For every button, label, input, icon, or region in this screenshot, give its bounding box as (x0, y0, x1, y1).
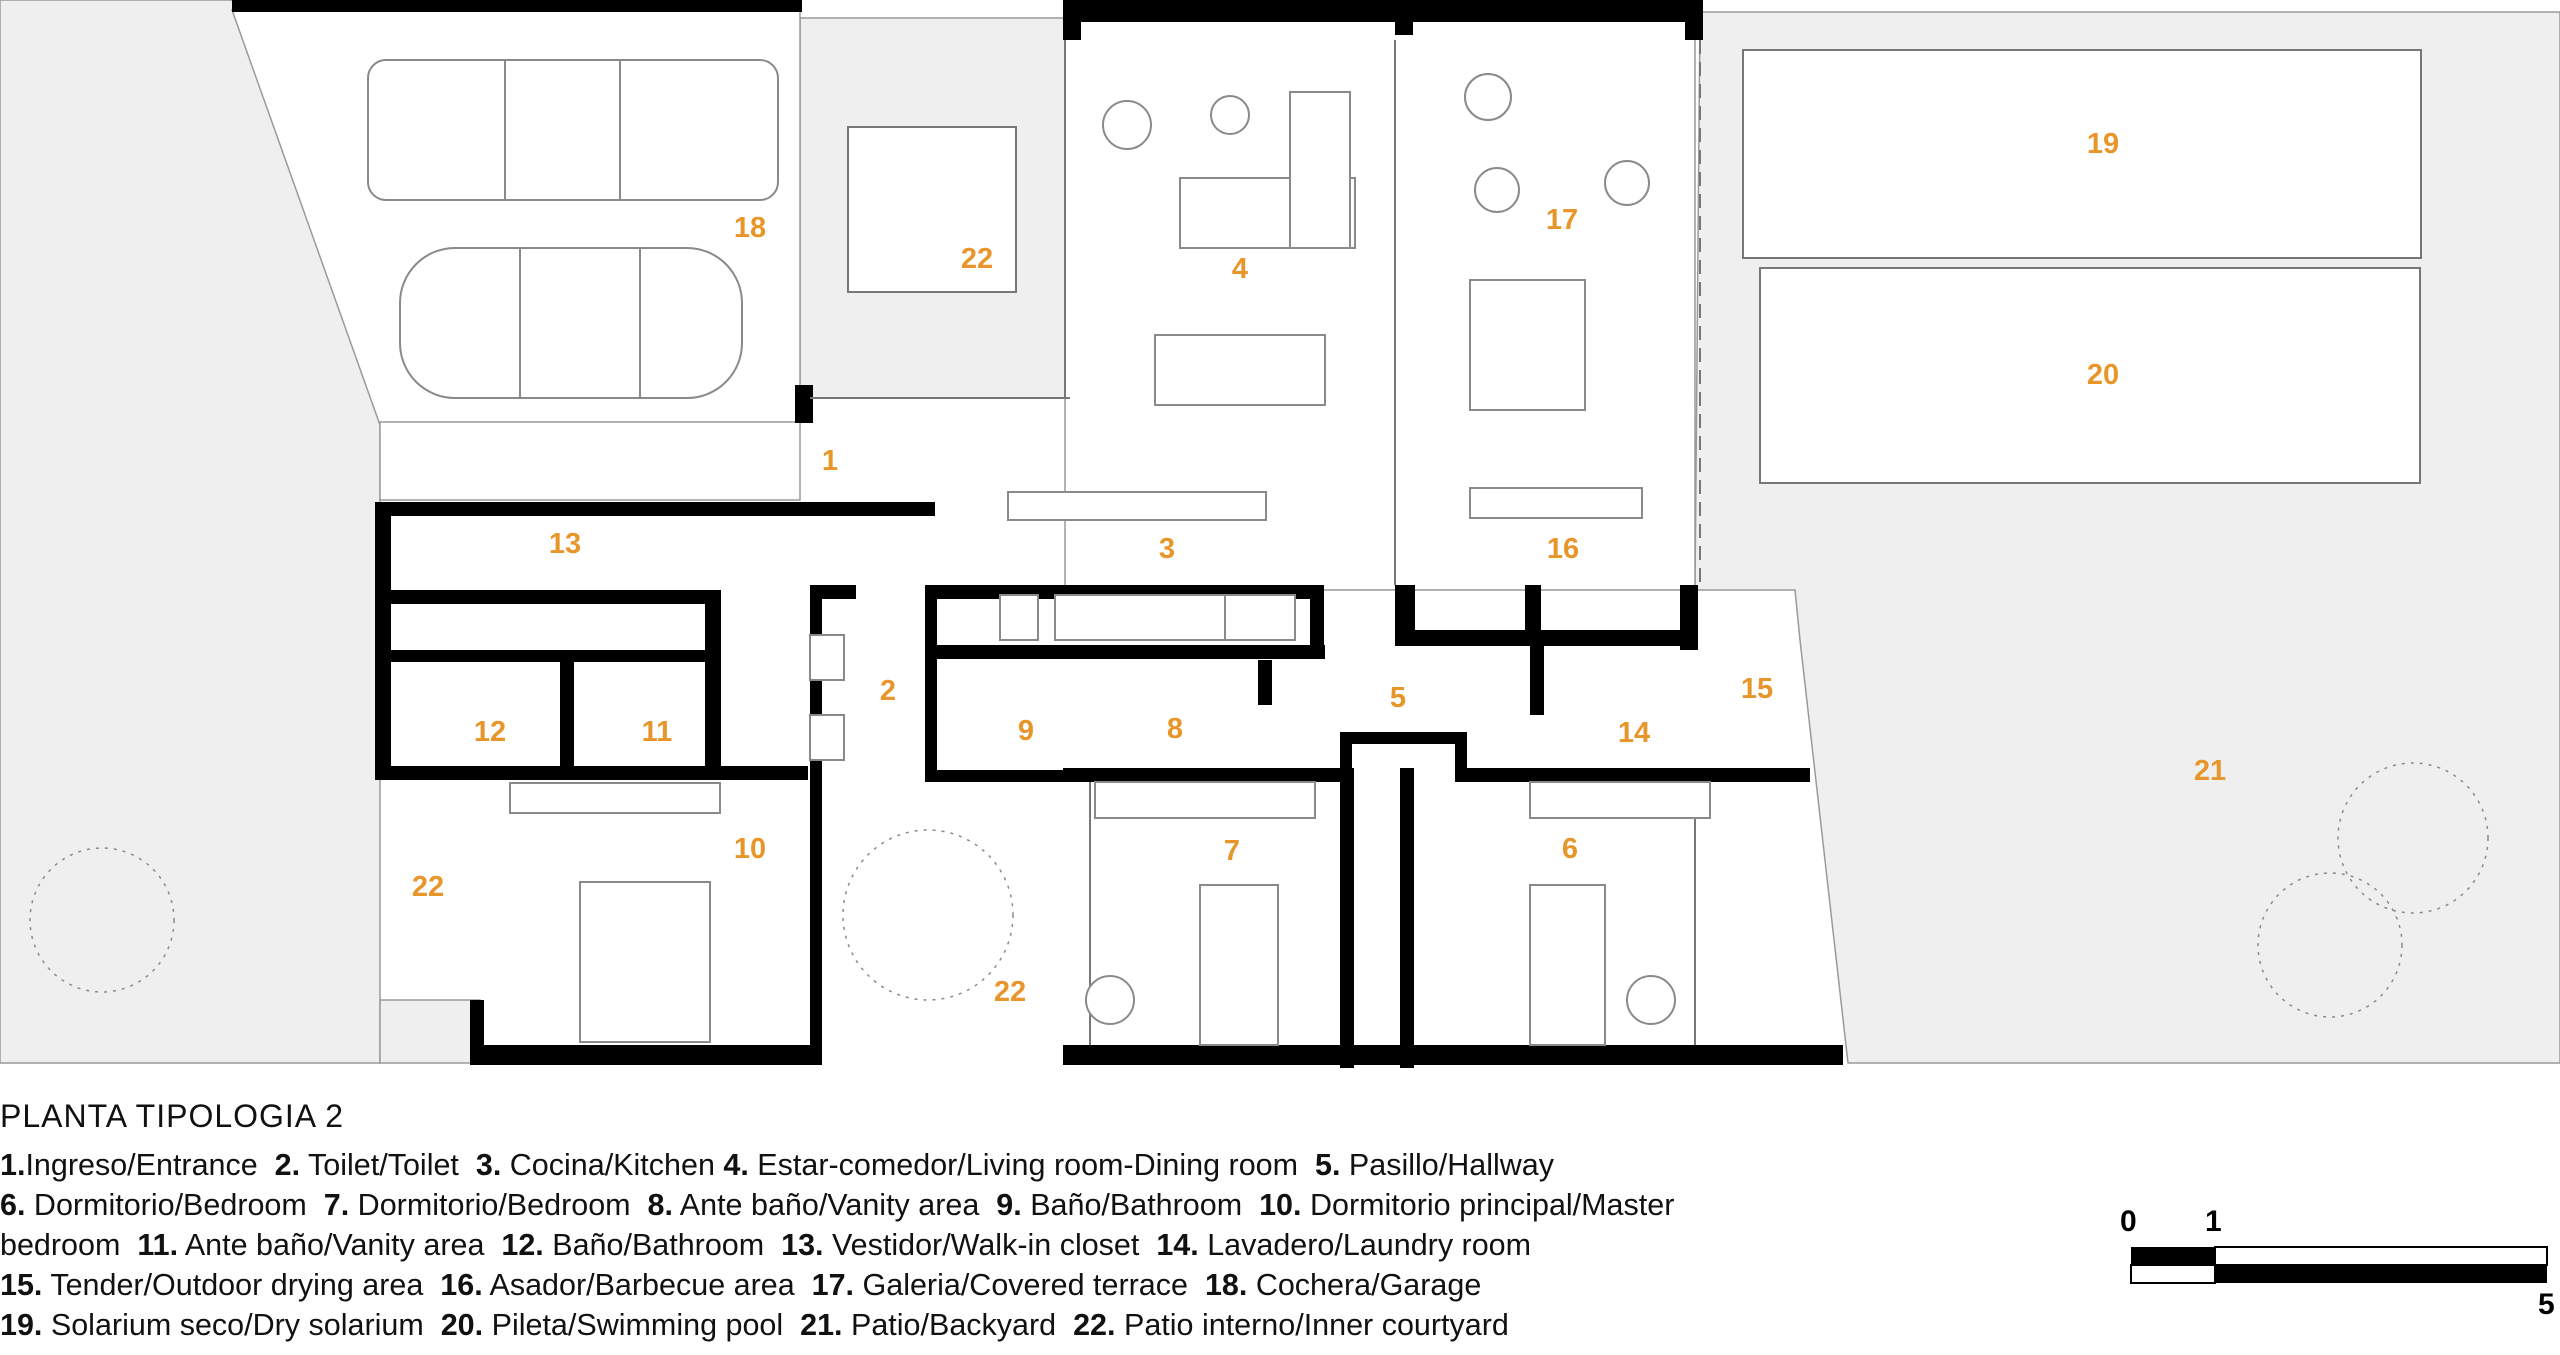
scale-bar (2130, 1246, 2548, 1284)
legend-number: 18. (1204, 1268, 1248, 1302)
courtyard-planter (847, 126, 1017, 293)
living-dining-furniture (999, 73, 1650, 641)
pool-area (1742, 49, 2422, 484)
legend-number: 5. (1314, 1148, 1341, 1182)
legend-text: Lavadero/Laundry room (1198, 1228, 1532, 1262)
legend-text: Cochera/Garage (1247, 1268, 1482, 1302)
room-number-22: 22 (994, 976, 1026, 1008)
legend-text: Dormitorio principal/Master (1301, 1188, 1675, 1222)
room-number-3: 3 (1159, 533, 1175, 565)
legend-text: Galeria/Covered terrace (854, 1268, 1205, 1302)
legend-number: 19. (0, 1308, 43, 1342)
scale-segment-1 (2131, 1247, 2215, 1265)
legend-text: Vestidor/Walk-in closet (823, 1228, 1157, 1262)
legend-number: 21. (800, 1308, 843, 1342)
bedroom-furniture (509, 634, 1711, 1046)
room-number-15: 15 (1741, 673, 1773, 705)
room-number-7: 7 (1224, 835, 1240, 867)
legend-text: Pasillo/Hallway (1340, 1148, 1554, 1182)
legend-number: 16. (440, 1268, 483, 1302)
legend-text: Estar-comedor/Living room-Dining room (748, 1148, 1315, 1182)
interior-floor (379, 17, 1696, 591)
room-number-11: 11 (642, 716, 673, 748)
trees (29, 762, 2489, 1018)
legend-number: 17. (811, 1268, 855, 1302)
walls (232, 0, 1843, 1068)
legend-number: 3. (475, 1148, 502, 1182)
legend-number: 1. (0, 1148, 26, 1182)
legend-text: Ante baño/Vanity area (178, 1228, 502, 1262)
legend-text: Cocina/Kitchen (501, 1148, 724, 1182)
legend-number: 13. (781, 1228, 824, 1262)
scale-segment-4 (2215, 1265, 2547, 1283)
legend-line: 15. Tender/Outdoor drying area 16. Asado… (0, 1265, 2080, 1305)
legend-number: 12. (501, 1228, 544, 1262)
legend-line: 19. Solarium seco/Dry solarium 20. Pilet… (0, 1305, 2080, 1345)
legend-text: Tender/Outdoor drying area (42, 1268, 441, 1302)
legend-text: Toilet/Toilet (300, 1148, 476, 1182)
room-number-16: 16 (1547, 533, 1579, 565)
legend-line: bedroom 11. Ante baño/Vanity area 12. Ba… (0, 1225, 2080, 1265)
legend-number: 2. (274, 1148, 301, 1182)
legend-text: bedroom (0, 1228, 138, 1262)
room-number-6: 6 (1562, 833, 1578, 865)
legend-text: Solarium seco/Dry solarium (42, 1308, 441, 1342)
legend-number: 9. (996, 1188, 1022, 1222)
legend-text: Baño/Bathroom (543, 1228, 782, 1262)
legend-text: Pileta/Swimming pool (483, 1308, 801, 1342)
scale-label-0: 0 (2120, 1205, 2137, 1238)
room-number-1: 1 (822, 445, 838, 477)
legend-number: 6. (0, 1188, 26, 1222)
legend-text: Patio interno/Inner courtyard (1115, 1308, 1509, 1342)
room-number-22: 22 (412, 871, 444, 903)
legend-number: 7. (323, 1188, 350, 1222)
room-number-19: 19 (2087, 128, 2119, 160)
legend-text: Dormitorio/Bedroom (25, 1188, 324, 1222)
scale-segment-3 (2130, 1264, 2216, 1284)
legend-number: 15. (0, 1268, 43, 1302)
room-number-5: 5 (1390, 682, 1406, 714)
room-number-20: 20 (2087, 359, 2119, 391)
legend-line: 1.Ingreso/Entrance 2. Toilet/Toilet 3. C… (0, 1145, 2080, 1185)
legend-number: 22. (1073, 1308, 1116, 1342)
scale-label-5: 5 (2538, 1288, 2555, 1321)
room-number-18: 18 (734, 212, 766, 244)
legend-number: 8. (647, 1188, 673, 1222)
legend-line: 6. Dormitorio/Bedroom 7. Dormitorio/Bedr… (0, 1185, 2080, 1225)
scale-label-1: 1 (2205, 1205, 2222, 1238)
room-number-17: 17 (1546, 204, 1578, 236)
vehicles (367, 59, 779, 399)
legend-text: Ante baño/Vanity area (672, 1188, 997, 1222)
room-number-4: 4 (1232, 253, 1248, 285)
room-number-22: 22 (961, 243, 993, 275)
legend-number: 20. (440, 1308, 484, 1342)
legend-lines: 1.Ingreso/Entrance 2. Toilet/Toilet 3. C… (0, 1145, 2080, 1345)
room-number-9: 9 (1018, 715, 1034, 747)
legend-number: 14. (1156, 1228, 1199, 1262)
room-number-13: 13 (549, 528, 581, 560)
legend: PLANTA TIPOLOGIA 2 1.Ingreso/Entrance 2.… (0, 1098, 2080, 1345)
legend-text: Asador/Barbecue area (482, 1268, 812, 1302)
legend-number: 4. (723, 1148, 749, 1182)
room-number-12: 12 (474, 716, 506, 748)
room-number-2: 2 (880, 675, 896, 707)
legend-text: Ingreso/Entrance (25, 1148, 275, 1182)
legend-number: 11. (137, 1228, 179, 1262)
legend-text: Dormitorio/Bedroom (349, 1188, 648, 1222)
plan-title: PLANTA TIPOLOGIA 2 (0, 1098, 345, 1134)
room-number-21: 21 (2194, 755, 2226, 787)
room-number-8: 8 (1167, 713, 1183, 745)
room-number-14: 14 (1618, 717, 1650, 749)
legend-text: Patio/Backyard (842, 1308, 1074, 1342)
scale-segment-2 (2214, 1246, 2548, 1266)
legend-text: Baño/Bathroom (1021, 1188, 1260, 1222)
legend-number: 10. (1259, 1188, 1302, 1222)
room-number-10: 10 (734, 833, 766, 865)
